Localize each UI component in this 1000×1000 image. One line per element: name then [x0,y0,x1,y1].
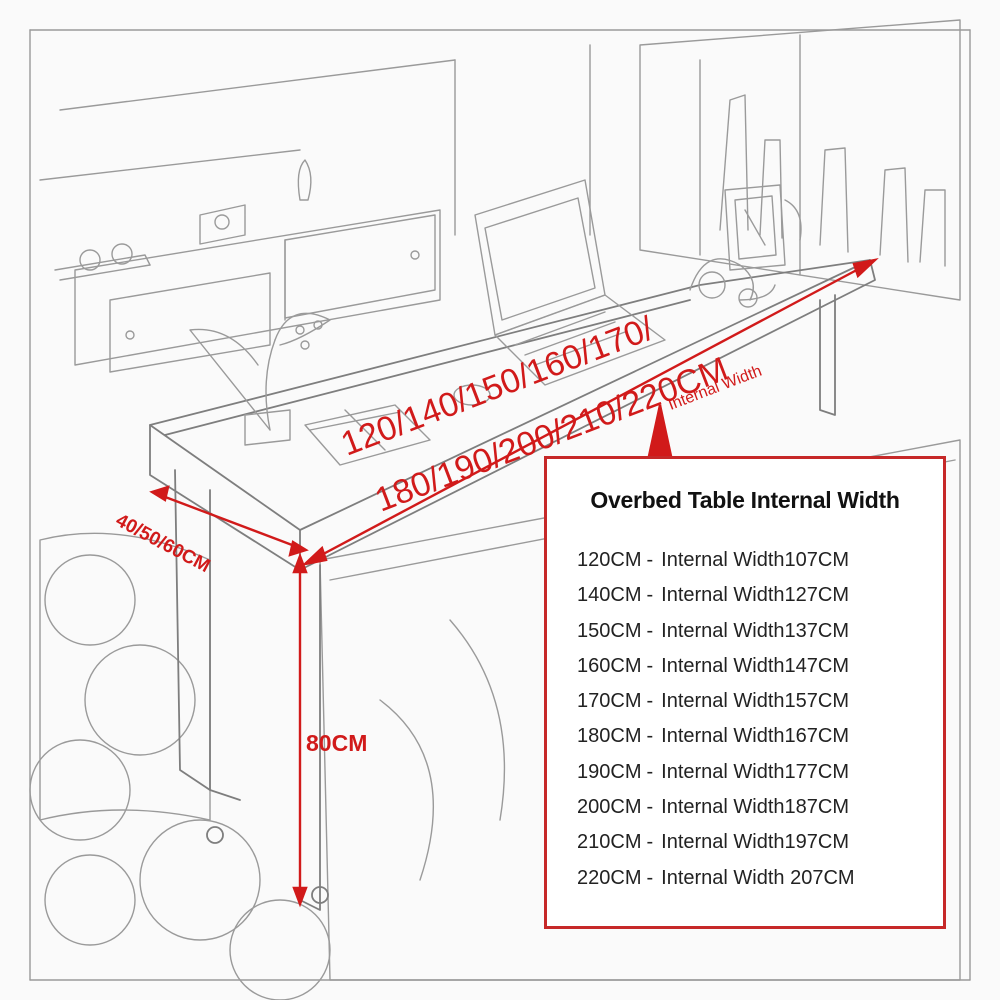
size-value: 150CM [577,619,642,642]
separator: - [646,549,654,571]
internal-width-value: Internal Width187CM [661,796,850,819]
plant-icon [189,312,331,446]
list-item: 170CM-Internal Width157CM [577,684,855,719]
internal-width-value: Internal Width147CM [661,654,850,677]
separator: - [646,619,654,642]
size-value: 120CM [577,549,642,571]
list-item: 200CM-Internal Width187CM [577,790,855,825]
size-value: 170CM [577,690,642,713]
book-icon [304,404,431,466]
size-value: 180CM [577,725,642,748]
separator: - [646,866,654,889]
photo-frame-icon [724,184,802,271]
size-value: 210CM [577,831,642,854]
separator: - [646,584,654,607]
list-item: 150CM-Internal Width137CM [577,614,855,649]
size-value: 220CM [577,866,642,889]
list-item: 120CM-Internal Width107CM [577,543,855,578]
list-item: 210CM-Internal Width197CM [577,825,855,860]
separator: - [646,760,654,783]
separator: - [646,796,654,819]
list-item: 140CM-Internal Width127CM [577,578,855,613]
table-rows: 120CM-Internal Width107CM 140CM-Internal… [577,543,855,896]
wall-cabinet [54,159,441,373]
mouse-icon [453,384,491,406]
list-item: 160CM-Internal Width147CM [577,649,855,684]
size-value: 190CM [577,760,642,783]
laptop-icon [474,179,666,386]
size-value: 160CM [577,654,642,677]
internal-width-value: Internal Width177CM [661,760,850,783]
headphones-icon [689,258,776,308]
window [639,19,961,301]
internal-width-table: Overbed Table Internal Width 120CM-Inter… [544,456,946,929]
internal-width-value: Internal Width167CM [661,725,850,748]
list-item: 190CM-Internal Width177CM [577,755,855,790]
list-item: 220CM-Internal Width 207CM [577,861,855,896]
internal-width-value: Internal Width127CM [661,584,850,607]
table-title: Overbed Table Internal Width [590,487,900,513]
internal-width-value: Internal Width107CM [661,549,850,571]
size-value: 200CM [577,796,642,819]
list-item: 180CM-Internal Width167CM [577,719,855,754]
internal-width-value: Internal Width 207CM [661,866,855,889]
internal-width-value: Internal Width137CM [661,619,850,642]
separator: - [646,690,654,713]
separator: - [646,654,654,677]
dimension-lines [149,258,879,908]
internal-width-value: Internal Width157CM [661,690,850,713]
separator: - [646,831,654,854]
height-dimension: 80CM [306,730,368,756]
internal-width-value: Internal Width197CM [661,831,850,854]
separator: - [646,725,654,748]
size-value: 140CM [577,584,642,607]
